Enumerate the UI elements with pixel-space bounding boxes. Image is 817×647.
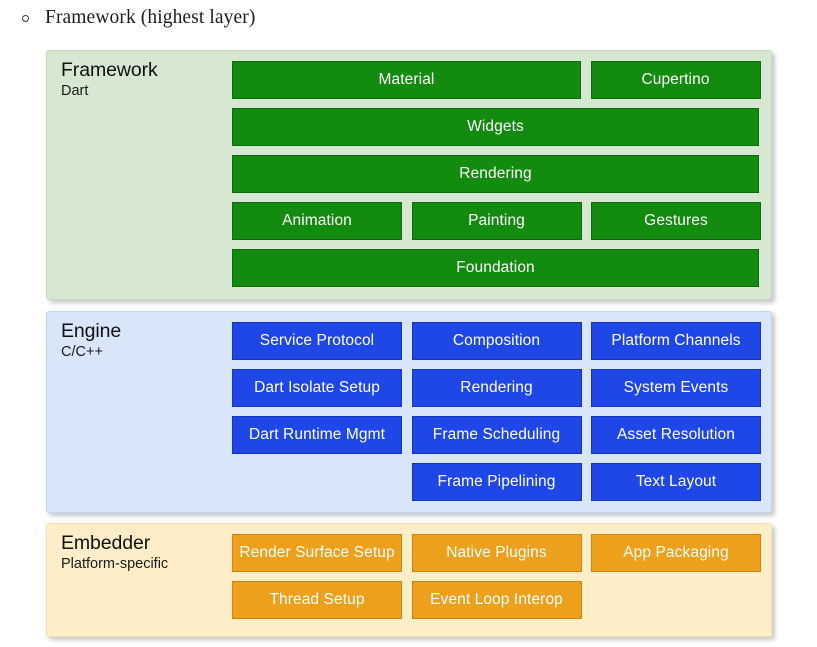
layer-framework-subtitle: Dart — [61, 82, 89, 99]
block-text-layout: Text Layout — [591, 463, 761, 501]
block-event-loop-interop: Event Loop Interop — [411, 581, 582, 619]
layer-embedder-title: Embedder — [61, 532, 151, 554]
block-row: Rendering — [232, 155, 759, 193]
layer-framework-label: Framework Dart — [61, 59, 241, 100]
block-gap — [582, 416, 592, 454]
block-dart-isolate-setup: Dart Isolate Setup — [232, 369, 402, 407]
block-gap — [582, 202, 592, 240]
block-gap — [402, 581, 412, 619]
layer-embedder-subtitle: Platform-specific — [61, 555, 169, 572]
block-frame-pipelining: Frame Pipelining — [411, 463, 582, 501]
caption-text: Framework (highest layer) — [45, 7, 256, 28]
caption-bullet-line: Framework (highest layer) — [0, 2, 817, 34]
block-gestures: Gestures — [591, 202, 761, 240]
block-asset-resolution: Asset Resolution — [591, 416, 761, 454]
block-render-surface-setup: Render Surface Setup — [232, 534, 402, 572]
block-spacer — [232, 463, 402, 501]
block-service-protocol: Service Protocol — [232, 322, 402, 360]
block-rendering: Rendering — [411, 369, 582, 407]
block-gap — [581, 61, 591, 99]
block-gap — [402, 322, 412, 360]
block-gap — [402, 202, 412, 240]
layer-framework-title: Framework — [61, 59, 158, 81]
block-app-packaging: App Packaging — [591, 534, 761, 572]
block-system-events: System Events — [591, 369, 761, 407]
block-gap — [402, 369, 412, 407]
circle-outline-icon — [22, 14, 29, 22]
block-rendering: Rendering — [232, 155, 759, 193]
layer-engine-label: Engine C/C++ — [61, 320, 241, 361]
layer-embedder-label: Embedder Platform-specific — [61, 532, 241, 573]
block-row: Foundation — [232, 249, 759, 287]
block-widgets: Widgets — [232, 108, 759, 146]
block-gap — [582, 534, 592, 572]
block-gap — [402, 534, 412, 572]
block-thread-setup: Thread Setup — [232, 581, 402, 619]
block-frame-scheduling: Frame Scheduling — [411, 416, 582, 454]
block-material: Material — [232, 61, 581, 99]
block-native-plugins: Native Plugins — [411, 534, 582, 572]
block-gap — [402, 463, 412, 501]
block-gap — [582, 369, 592, 407]
layer-engine-title: Engine — [61, 320, 122, 342]
layer-engine-subtitle: C/C++ — [61, 343, 103, 360]
block-composition: Composition — [411, 322, 582, 360]
block-painting: Painting — [411, 202, 582, 240]
block-dart-runtime-mgmt: Dart Runtime Mgmt — [232, 416, 402, 454]
block-gap — [582, 463, 592, 501]
block-foundation: Foundation — [232, 249, 759, 287]
block-animation: Animation — [232, 202, 402, 240]
block-cupertino: Cupertino — [590, 61, 761, 99]
block-gap — [402, 416, 412, 454]
block-platform-channels: Platform Channels — [591, 322, 761, 360]
block-gap — [582, 322, 592, 360]
block-row: Widgets — [232, 108, 759, 146]
layer-embedder: Embedder Platform-specific Render Surfac… — [46, 523, 772, 637]
